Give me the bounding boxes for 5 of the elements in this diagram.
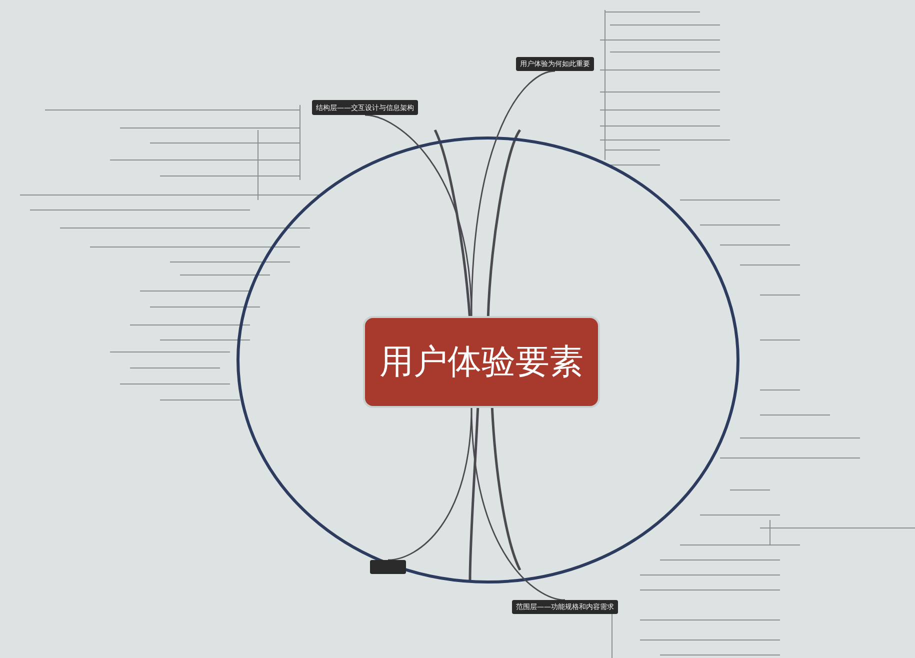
connector-line [470, 406, 566, 601]
connector-line [364, 114, 472, 318]
branch-topic-box [370, 560, 406, 574]
connector-line [470, 70, 556, 318]
central-topic-box: 用户体验要素 [365, 318, 598, 406]
